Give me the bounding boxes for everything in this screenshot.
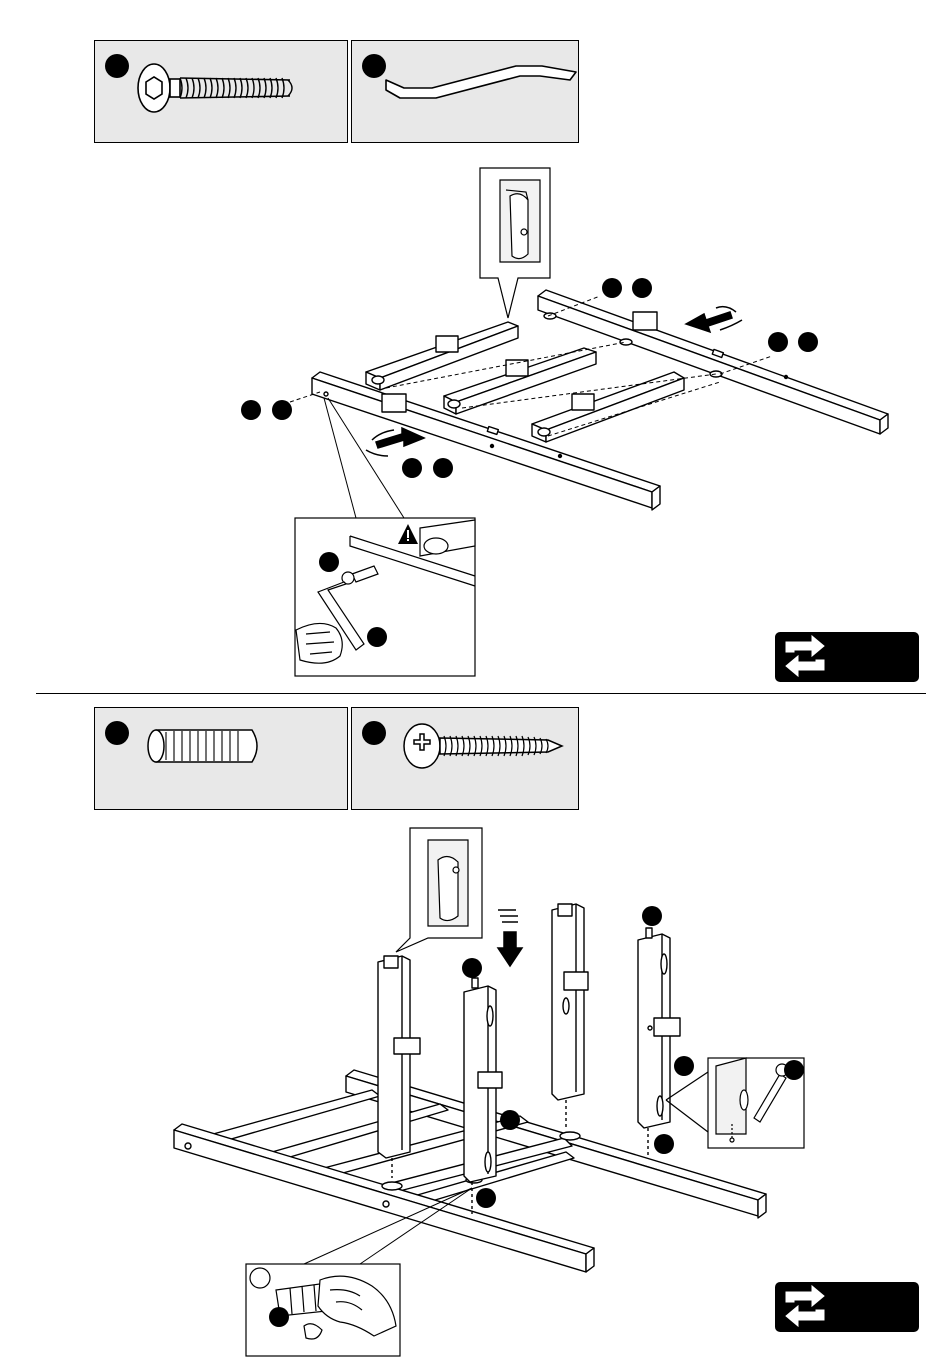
repeat-arrows-icon bbox=[0, 0, 950, 1369]
assembly-instruction-page bbox=[0, 0, 950, 1369]
